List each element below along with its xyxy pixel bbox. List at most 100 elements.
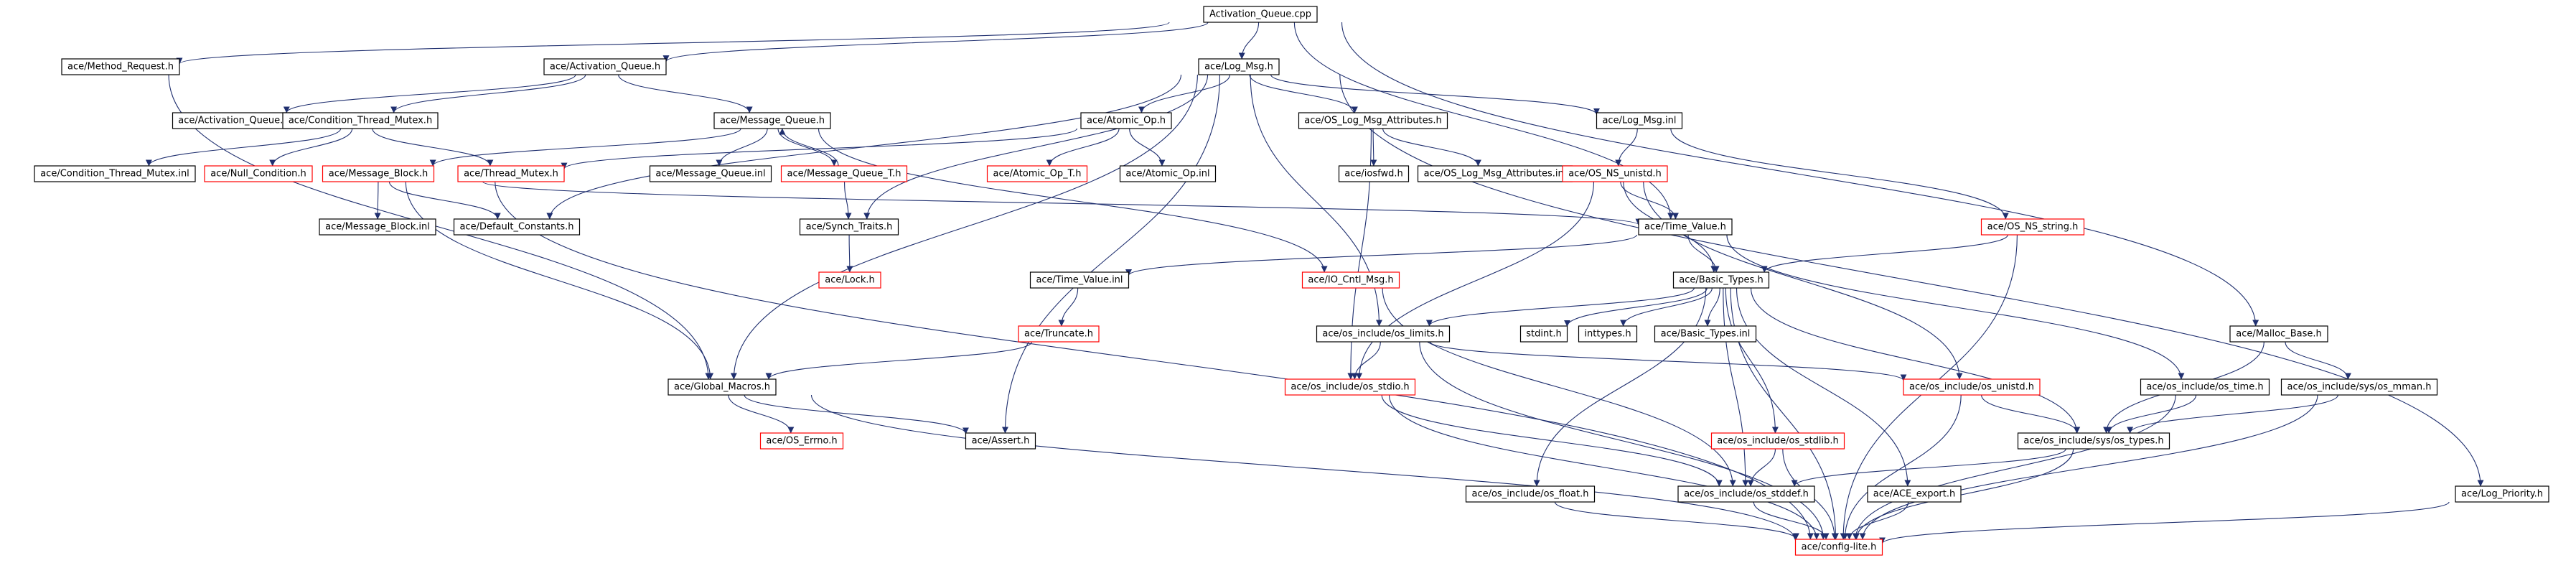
edge-basic-types-h-to-os-limits-h	[1426, 287, 1695, 327]
edge-os-types-h-to-os-stddef-h	[1791, 448, 2066, 487]
node-os-ns-unistd-h[interactable]: ace/OS_NS_unistd.h	[1562, 165, 1668, 182]
node-label: ace/Message_Block.inl	[325, 222, 430, 233]
node-box	[1562, 165, 1668, 182]
node-label: ace/Default_Constants.h	[459, 222, 573, 233]
node-activation-queue-cpp[interactable]: Activation_Queue.cpp	[1203, 6, 1318, 23]
node-synch-traits-h[interactable]: ace/Synch_Traits.h	[799, 218, 899, 236]
edge-basic-types-h-to-os-float-h	[1533, 287, 1707, 487]
node-activation-queue-inl[interactable]: ace/Activation_Queue.inl	[172, 112, 301, 129]
edge-activation-queue-cpp-to-log-msg-h	[1238, 22, 1260, 60]
node-ace-export-h[interactable]: ace/ACE_export.h	[1867, 485, 1962, 503]
node-atomic-op-h[interactable]: ace/Atomic_Op.h	[1080, 112, 1172, 129]
node-os-stddef-h[interactable]: ace/os_include/os_stddef.h	[1677, 485, 1815, 503]
edge-basic-types-h-to-inttypes-h	[1620, 287, 1713, 327]
node-box	[453, 218, 581, 236]
node-message-queue-h[interactable]: ace/Message_Queue.h	[713, 112, 831, 129]
node-label: ace/Atomic_Op.inl	[1125, 169, 1209, 180]
node-os-mman-h[interactable]: ace/os_include/sys/os_mman.h	[2280, 378, 2438, 396]
edge-condition-thread-mutex-h-to-condition-thread-mutex-inl	[146, 128, 342, 167]
node-box	[1301, 271, 1400, 289]
node-condition-thread-mutex-h[interactable]: ace/Condition_Thread_Mutex.h	[282, 112, 439, 129]
edge-os-unistd-h-to-os-types-h	[1981, 394, 2081, 434]
node-box	[204, 165, 313, 182]
edge-message-block-h-to-default-constants-h	[388, 181, 501, 220]
edge-basic-types-h-to-os-stddef-h	[1723, 287, 1749, 487]
node-os-stdlib-h[interactable]: ace/os_include/os_stdlib.h	[1710, 432, 1845, 450]
edge-os-unistd-h-to-config-lite-h	[1841, 394, 1962, 540]
edge-global-macros-h-to-os-errno-h	[728, 394, 795, 434]
node-thread-mutex-h[interactable]: ace/Thread_Mutex.h	[457, 165, 565, 182]
node-atomic-op-inl[interactable]: ace/Atomic_Op.inl	[1119, 165, 1217, 182]
node-label: ace/Null_Condition.h	[210, 169, 306, 180]
node-box	[1980, 218, 2085, 236]
node-iosfwd-h[interactable]: ace/iosfwd.h	[1338, 165, 1410, 182]
edge-os-time-h-to-os-types-h	[2105, 394, 2197, 434]
node-label: ace/OS_NS_string.h	[1987, 222, 2079, 233]
node-basic-types-h[interactable]: ace/Basic_Types.h	[1672, 271, 1770, 289]
node-box	[1198, 58, 1280, 75]
node-config-lite-h[interactable]: ace/config-lite.h	[1794, 539, 1883, 556]
node-time-value-h[interactable]: ace/Time_Value.h	[1638, 218, 1733, 236]
node-label: ace/Thread_Mutex.h	[464, 169, 558, 180]
node-method-request-h[interactable]: ace/Method_Request.h	[61, 58, 180, 75]
edge-time-value-h-to-basic-types-h	[1687, 234, 1720, 273]
node-lock-h[interactable]: ace/Lock.h	[818, 271, 881, 289]
node-atomic-op-t-h[interactable]: ace/Atomic_Op_T.h	[986, 165, 1088, 182]
node-os-log-msg-attributes-h[interactable]: ace/OS_Log_Msg_Attributes.h	[1298, 112, 1448, 129]
node-box	[1465, 485, 1596, 503]
node-io-cntl-msg-h[interactable]: ace/IO_Cntl_Msg.h	[1301, 271, 1400, 289]
node-label: ace/ACE_export.h	[1873, 489, 1955, 500]
node-condition-thread-mutex-inl[interactable]: ace/Condition_Thread_Mutex.inl	[34, 165, 196, 182]
node-inttypes-h[interactable]: inttypes.h	[1578, 325, 1638, 343]
edge-message-block-h-to-global-macros-h	[405, 181, 714, 380]
edge-os-types-h-to-config-lite-h	[1853, 448, 2074, 540]
node-os-unistd-h[interactable]: ace/os_include/os_unistd.h	[1903, 378, 2041, 396]
node-os-ns-string-h[interactable]: ace/OS_NS_string.h	[1980, 218, 2085, 236]
node-message-queue-t-h[interactable]: ace/Message_Queue_T.h	[780, 165, 908, 182]
edge-global-macros-h-to-assert-h	[744, 394, 969, 434]
node-malloc-base-h[interactable]: ace/Malloc_Base.h	[2229, 325, 2328, 343]
node-os-limits-h[interactable]: ace/os_include/os_limits.h	[1316, 325, 1451, 343]
node-null-condition-h[interactable]: ace/Null_Condition.h	[204, 165, 313, 182]
node-label: ace/Assert.h	[972, 436, 1030, 447]
node-activation-queue-h[interactable]: ace/Activation_Queue.h	[543, 58, 667, 75]
node-os-stdio-h[interactable]: ace/os_include/os_stdio.h	[1284, 378, 1416, 396]
edge-log-msg-h-to-os-log-msg-attributes-h	[1249, 74, 1358, 113]
node-global-macros-h[interactable]: ace/Global_Macros.h	[668, 378, 777, 396]
node-os-float-h[interactable]: ace/os_include/os_float.h	[1465, 485, 1596, 503]
edge-message-block-h-to-config-lite-h	[495, 181, 1814, 540]
node-os-errno-h[interactable]: ace/OS_Errno.h	[759, 432, 844, 450]
edge-os-limits-h-to-os-stdio-h	[1351, 341, 1381, 380]
node-message-block-h[interactable]: ace/Message_Block.h	[322, 165, 435, 182]
node-message-block-inl[interactable]: ace/Message_Block.inl	[319, 218, 436, 236]
edge-atomic-op-h-to-atomic-op-t-h	[1046, 128, 1120, 167]
node-log-priority-h[interactable]: ace/Log_Priority.h	[2455, 485, 2549, 503]
node-stdint-h[interactable]: stdint.h	[1519, 325, 1568, 343]
edge-os-stdio-h-to-config-lite-h	[1388, 394, 1820, 540]
node-box	[1298, 112, 1448, 129]
edge-os-ns-unistd-h-to-os-unistd-h	[1643, 181, 1963, 380]
node-box	[1029, 271, 1130, 289]
node-message-queue-inl[interactable]: ace/Message_Queue.inl	[649, 165, 772, 182]
node-box	[2455, 485, 2549, 503]
node-time-value-inl[interactable]: ace/Time_Value.inl	[1029, 271, 1130, 289]
edge-synch-traits-h-to-lock-h	[846, 234, 853, 273]
node-log-msg-h[interactable]: ace/Log_Msg.h	[1198, 58, 1280, 75]
node-assert-h[interactable]: ace/Assert.h	[965, 432, 1036, 450]
node-basic-types-inl[interactable]: ace/Basic_Types.inl	[1654, 325, 1757, 343]
edge-log-msg-h-to-assert-h	[1001, 74, 1220, 434]
node-default-constants-h[interactable]: ace/Default_Constants.h	[453, 218, 581, 236]
node-os-time-h[interactable]: ace/os_include/os_time.h	[2140, 378, 2270, 396]
node-os-log-msg-attributes-inl[interactable]: ace/OS_Log_Msg_Attributes.inl	[1417, 165, 1573, 182]
node-os-types-h[interactable]: ace/os_include/sys/os_types.h	[2017, 432, 2170, 450]
nodes: Activation_Queue.cpp ace/Method_Request.h…	[34, 6, 2549, 556]
node-log-msg-inl[interactable]: ace/Log_Msg.inl	[1596, 112, 1683, 129]
node-box	[759, 432, 844, 450]
edge-time-value-h-to-time-value-inl	[1125, 234, 1638, 276]
edge-truncate-h-to-global-macros-h	[765, 341, 1033, 380]
node-box	[649, 165, 772, 182]
node-label: ace/Global_Macros.h	[674, 382, 770, 393]
node-truncate-h[interactable]: ace/Truncate.h	[1018, 325, 1100, 343]
edge-message-queue-t-h-to-synch-traits-h	[844, 181, 852, 220]
